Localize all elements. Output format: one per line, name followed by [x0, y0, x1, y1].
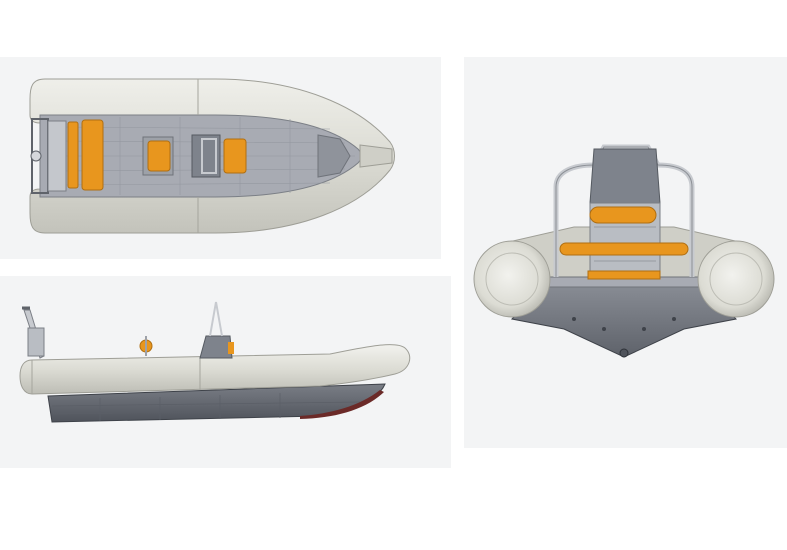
- seat-base: [587, 270, 661, 280]
- hull-fittings: [572, 317, 676, 331]
- roll-frame-shadow: [555, 146, 693, 277]
- side-tube: [19, 344, 411, 395]
- console: [199, 335, 233, 359]
- rear-seat-cushion: [81, 119, 104, 191]
- console-windscreen: [589, 148, 661, 204]
- rear-seat-backrest: [67, 121, 79, 189]
- console-panel-lines: [594, 226, 656, 262]
- front-view-drawing: [473, 144, 775, 358]
- hull-strakes: [51, 393, 361, 421]
- bow-cone: [359, 144, 393, 168]
- console-seat: [223, 138, 247, 174]
- anchor-locker: [317, 134, 351, 178]
- lower-seat-bolster: [559, 242, 689, 256]
- keel: [300, 390, 384, 419]
- stern-frame-plate: [27, 327, 45, 357]
- upper-seat-bolster: [589, 206, 657, 224]
- jockey-seat-cushion: [147, 140, 171, 172]
- console-frame: [209, 301, 223, 337]
- console-frame: [201, 138, 217, 174]
- side-view-drawing: [19, 301, 411, 423]
- front-view-panel: [464, 57, 787, 448]
- left-tube-inner: [485, 252, 539, 306]
- left-tube-end: [473, 240, 551, 318]
- deck-planks: [59, 117, 355, 195]
- side-view-panel: [0, 276, 451, 468]
- top-view-drawing: [29, 78, 395, 234]
- top-view-panel: [0, 57, 441, 259]
- keel-eye: [619, 348, 629, 358]
- console-seat: [228, 342, 234, 354]
- transom: [47, 120, 67, 192]
- right-tube-end: [697, 240, 775, 318]
- stern-light-icon: [30, 150, 42, 162]
- right-tube-inner: [709, 252, 763, 306]
